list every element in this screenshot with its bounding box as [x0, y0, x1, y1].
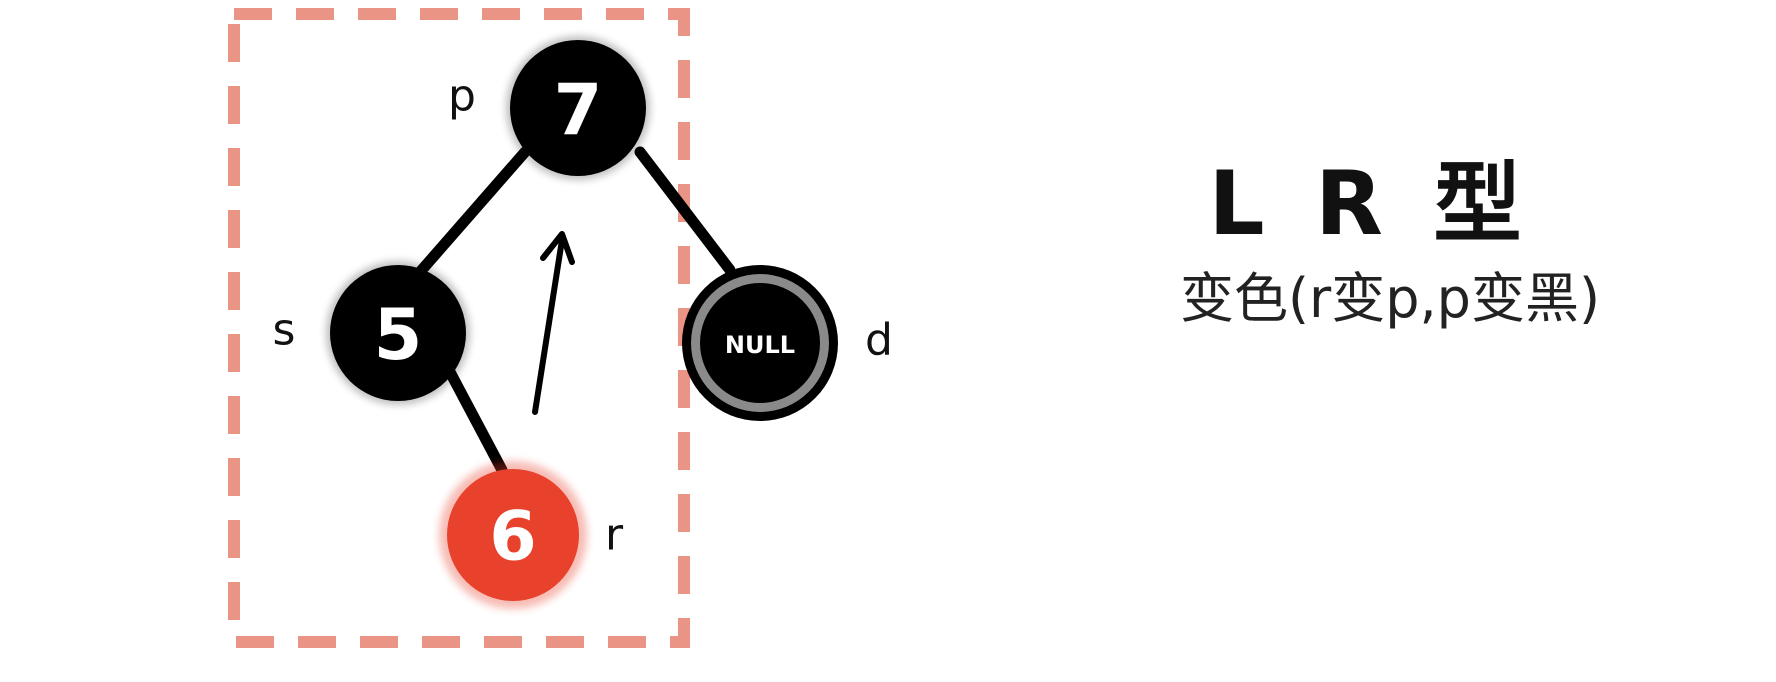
node-p: 7: [506, 36, 650, 180]
edge-p-s: [414, 146, 531, 278]
edge-s-r: [444, 366, 508, 476]
label-r: r: [605, 510, 624, 561]
arrow-shaft: [532, 237, 565, 415]
node-p-value: 7: [554, 69, 603, 151]
case-subtitle: 变色(r变p,p变黑): [1179, 267, 1601, 330]
node-s: 5: [326, 261, 470, 405]
label-s: s: [273, 305, 296, 356]
node-d: NULL: [682, 265, 838, 421]
label-d: d: [865, 315, 893, 366]
arrow-head: [540, 231, 575, 265]
label-p: p: [448, 71, 476, 122]
node-r-value: 6: [489, 498, 536, 577]
case-title: L R 型: [1208, 152, 1532, 255]
node-s-value: 5: [374, 294, 423, 376]
edge-p-d: [634, 146, 736, 276]
node-d-value: NULL: [725, 331, 795, 359]
node-r: 6: [439, 461, 587, 609]
